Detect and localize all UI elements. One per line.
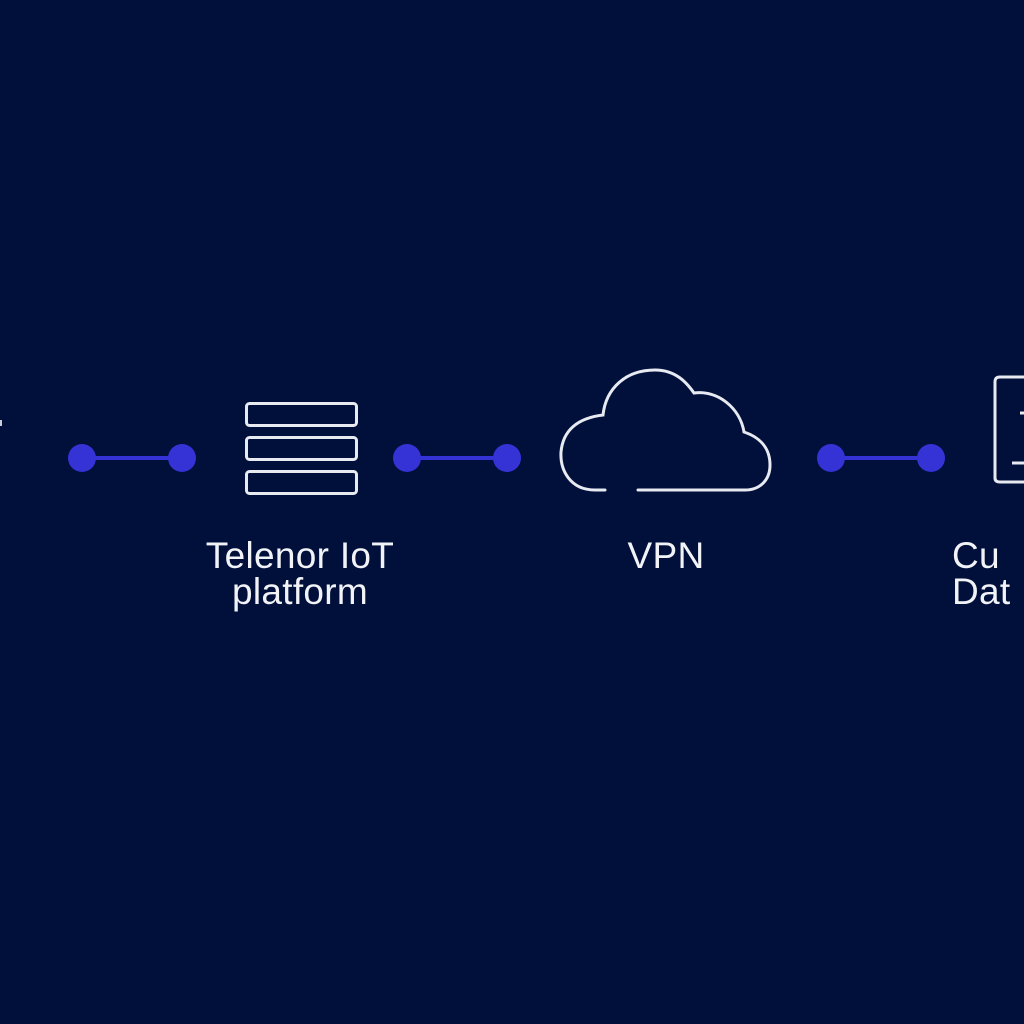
connector-vpn-to-datacenter: [817, 444, 945, 472]
node-label-customer-datacenter: Cu Dat: [952, 535, 1011, 612]
connector-left-to-iot: [68, 444, 196, 472]
cloud-icon: [559, 368, 772, 492]
node-label-vpn: VPN: [627, 535, 705, 576]
document-screen-icon: [993, 375, 1024, 484]
connector-iot-to-vpn: [393, 444, 521, 472]
server-stack-icon: [245, 402, 358, 495]
node-label-iot-platform: Telenor IoT platform: [205, 535, 395, 612]
partial-icon: [0, 420, 2, 426]
